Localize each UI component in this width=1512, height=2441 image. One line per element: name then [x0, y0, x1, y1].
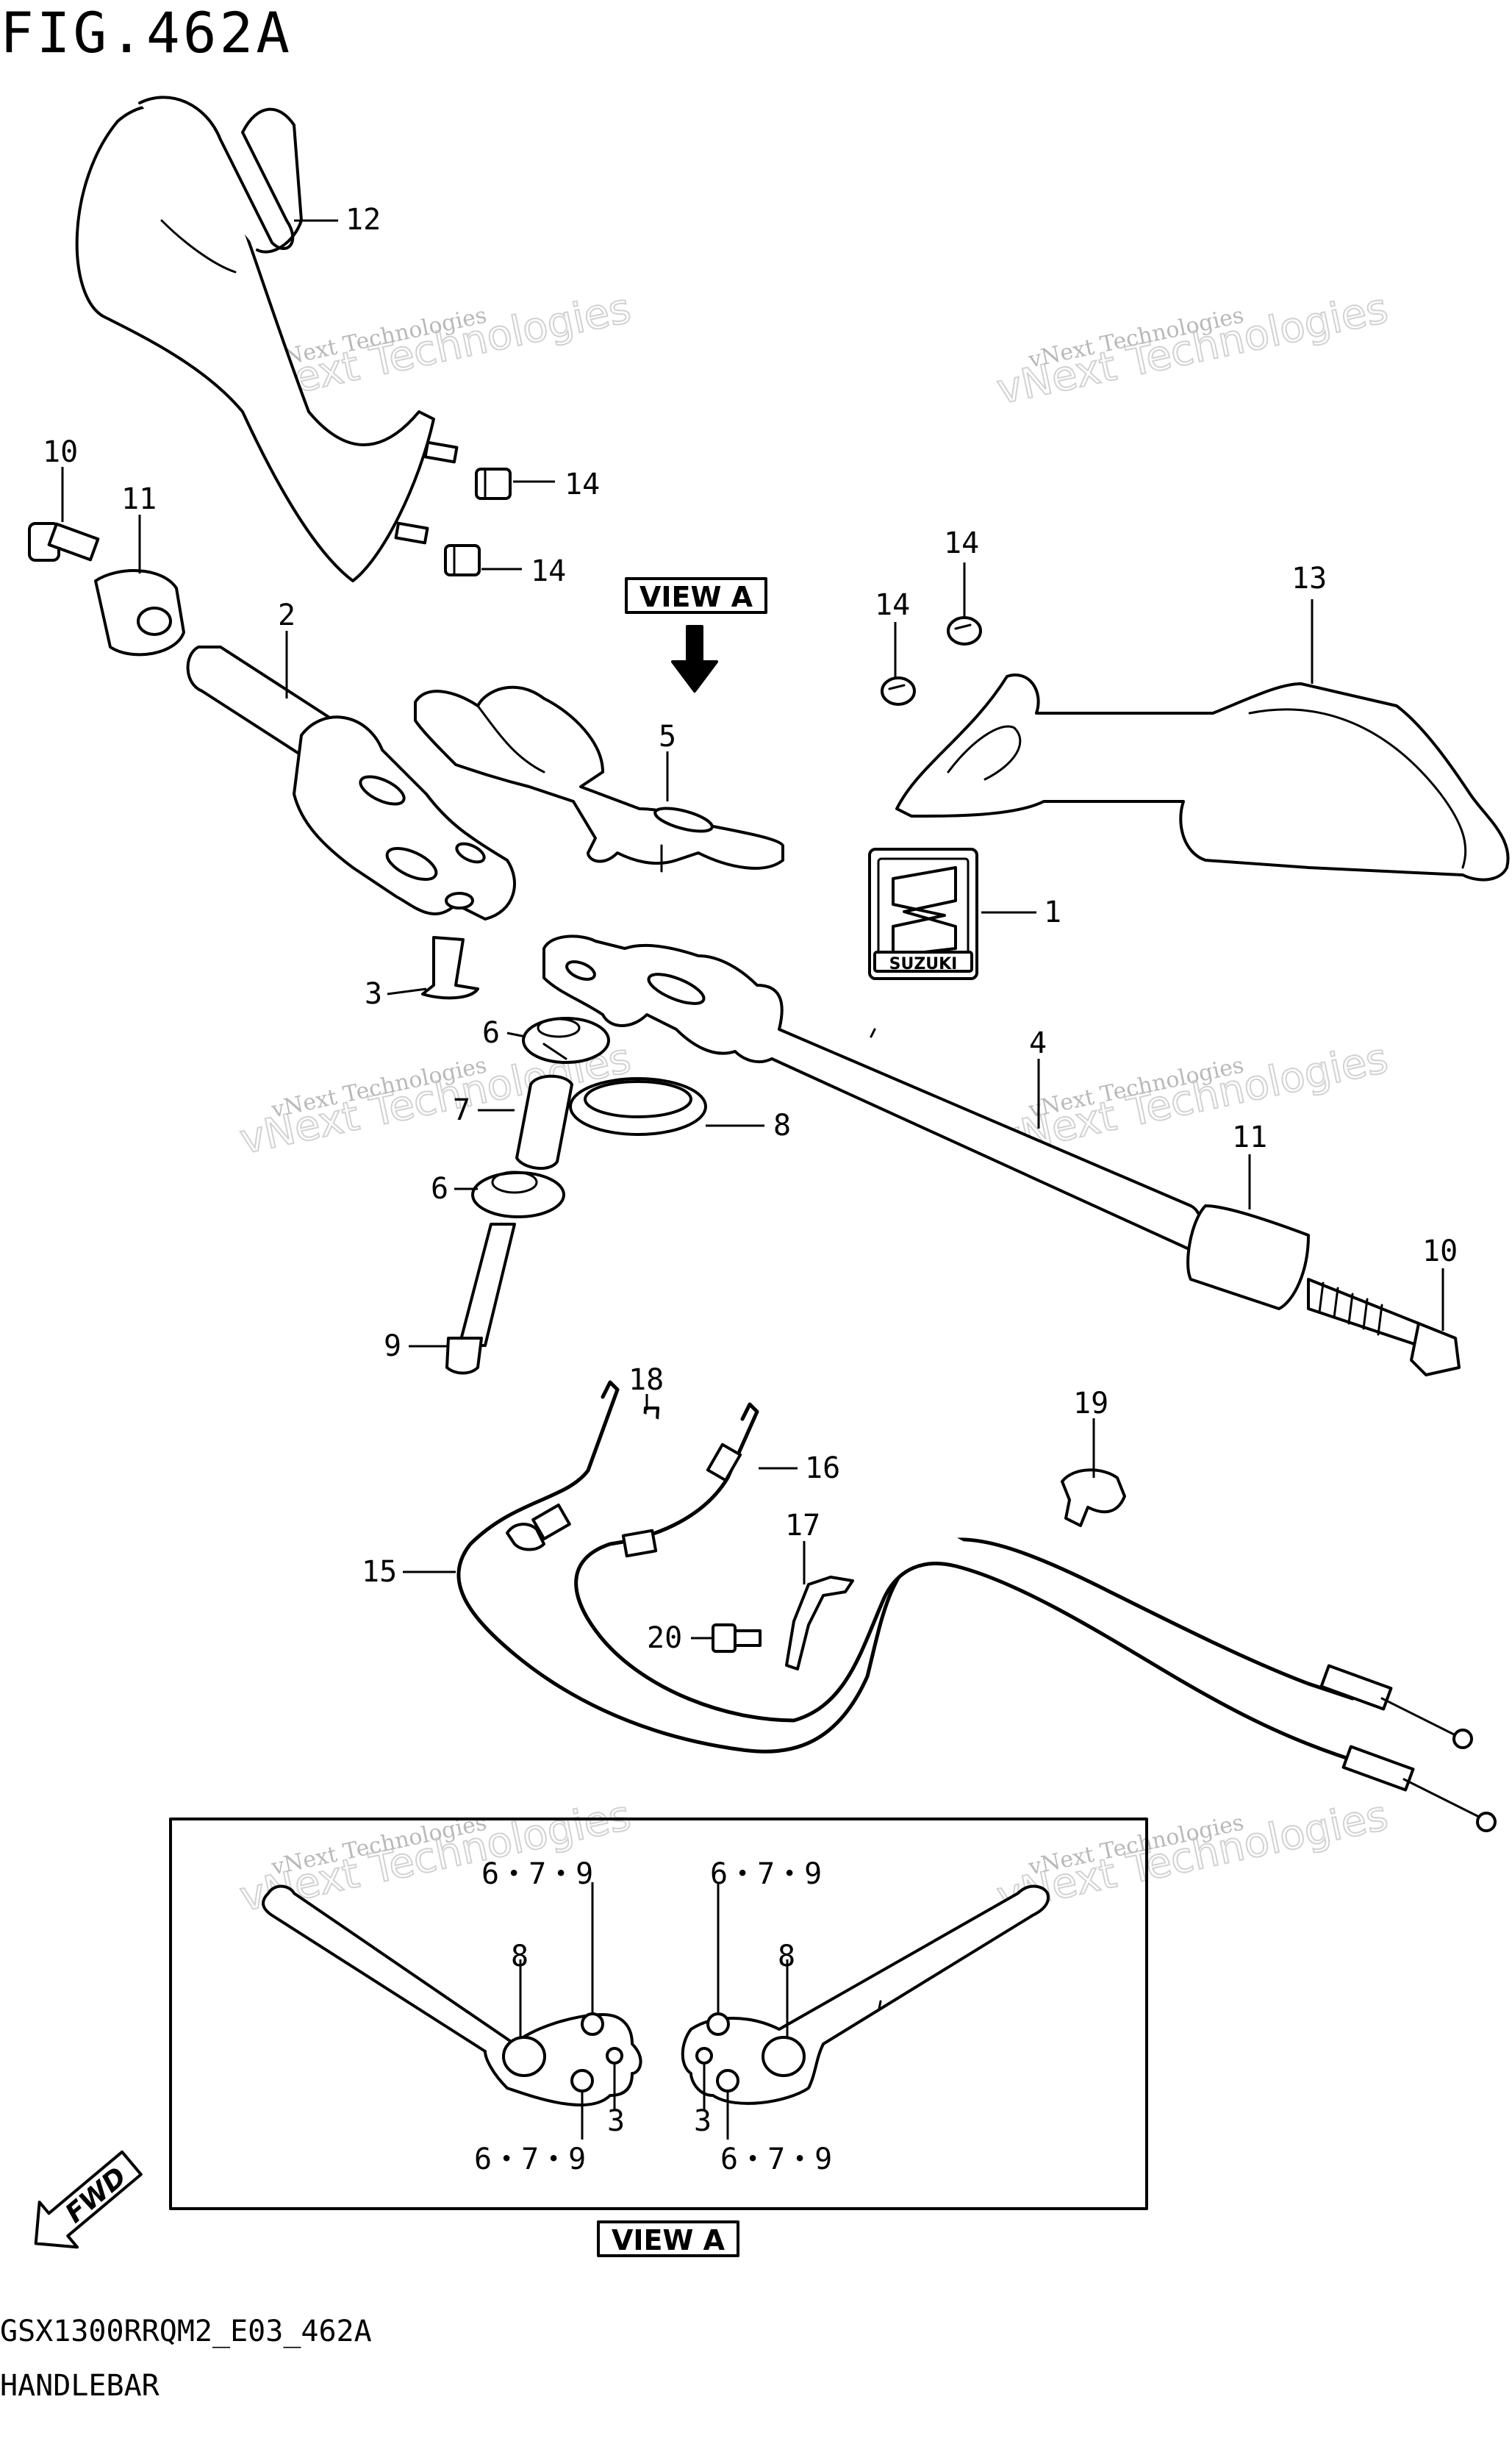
- callout-10: 10: [1422, 1234, 1458, 1268]
- callout-8: 8: [773, 1109, 791, 1143]
- view-a-label-bottom: VIEW A: [597, 2220, 739, 2257]
- callout-18: 18: [628, 1363, 664, 1397]
- part-3-screw: [421, 936, 479, 1000]
- callout-6: 6: [482, 1016, 500, 1050]
- callout-15: 15: [362, 1555, 397, 1589]
- view-a-callouts: 6・7・9 8 3 6・7・9 6・7・9 8 3 6・7・9: [474, 1857, 832, 2176]
- part-11-bar-end-weight-left: [94, 569, 185, 657]
- watermark-2: vNext Technologies vNext Technologies: [992, 284, 1393, 415]
- callout-16: 16: [805, 1451, 840, 1485]
- part-12-left-mirror: [75, 96, 459, 582]
- part-14-nut-b: [444, 544, 481, 576]
- view-a-callout: 3: [694, 2104, 712, 2138]
- part-13-right-mirror: [895, 673, 1510, 882]
- part-11-bar-end-weight-right: [1186, 1204, 1310, 1310]
- view-a-text: VIEW A: [639, 581, 753, 613]
- callout-14: 14: [565, 468, 600, 501]
- callout-7: 7: [453, 1093, 470, 1127]
- view-a-callout: 8: [778, 1940, 795, 1973]
- callout-4: 4: [1029, 1026, 1047, 1060]
- view-a-callout: 6・7・9: [474, 2142, 586, 2176]
- part-5-handlebar-holder: [414, 685, 784, 873]
- part-10-bar-end-bolt-right: [1307, 1278, 1461, 1376]
- view-a-callout: 6・7・9: [720, 2142, 832, 2176]
- callout-20: 20: [647, 1621, 682, 1655]
- callout-17: 17: [785, 1509, 820, 1543]
- callouts: 12 14 14 10 11 2 14 14 13 5 1 3 6 4 7 8 …: [43, 203, 1458, 1655]
- part-7-spacer: [515, 1074, 573, 1171]
- emblem-label: SUZUKI: [889, 955, 958, 973]
- part-14-nut-d: [881, 676, 916, 706]
- part-14-nut-a: [475, 468, 512, 500]
- watermark-4: vNext Technologies vNext Technologies: [992, 1034, 1393, 1165]
- callout-11: 11: [1232, 1121, 1267, 1154]
- section-name: HANDLEBAR: [0, 2369, 160, 2403]
- callout-11: 11: [121, 482, 157, 516]
- callout-9: 9: [384, 1329, 401, 1363]
- view-a-callout: 6・7・9: [710, 1857, 822, 1891]
- part-2-left-handlebar: [186, 646, 516, 921]
- part-16-throttle-cable-2: [574, 1402, 1497, 1832]
- callout-1: 1: [1044, 896, 1061, 929]
- callout-14: 14: [875, 588, 910, 622]
- part-14-nut-c: [947, 616, 982, 646]
- part-9-bolt: [445, 1223, 516, 1375]
- callout-6: 6: [431, 1172, 448, 1206]
- model-code: GSX1300RRQM2_E03_462A: [0, 2315, 372, 2348]
- view-a-text: VIEW A: [612, 2224, 725, 2256]
- part-20-bolt: [712, 1623, 762, 1653]
- part-10-bar-end-bolt-left: [28, 522, 100, 562]
- part-6-rubber-upper: [522, 1017, 610, 1064]
- view-a-callout: 3: [607, 2104, 625, 2138]
- callout-2: 2: [278, 598, 295, 632]
- callout-13: 13: [1291, 562, 1327, 596]
- part-1-emblem: SUZUKI: [868, 848, 978, 980]
- leader-lines: [61, 219, 1444, 2140]
- part-19-clamp: [1061, 1468, 1126, 1527]
- part-6-rubber-lower: [471, 1171, 565, 1218]
- callout-12: 12: [345, 203, 381, 237]
- callout-5: 5: [659, 720, 676, 754]
- callout-14: 14: [531, 554, 566, 588]
- fwd-arrow: FWD: [34, 2150, 143, 2249]
- watermark-6: vNext Technologies vNext Technologies: [992, 1791, 1393, 1922]
- part-17-bracket: [785, 1576, 854, 1670]
- callout-19: 19: [1073, 1387, 1108, 1420]
- callout-14: 14: [944, 526, 979, 560]
- callout-3: 3: [365, 977, 382, 1011]
- part-8-damper-ring: [569, 1077, 707, 1136]
- callout-10: 10: [43, 435, 78, 469]
- view-a-label-top: VIEW A: [625, 577, 767, 693]
- view-a-detail-box: [169, 1818, 1148, 2210]
- figure-title: FIG.462A: [0, 0, 293, 65]
- view-a-callout: 6・7・9: [481, 1857, 593, 1891]
- view-a-callout: 8: [511, 1940, 529, 1973]
